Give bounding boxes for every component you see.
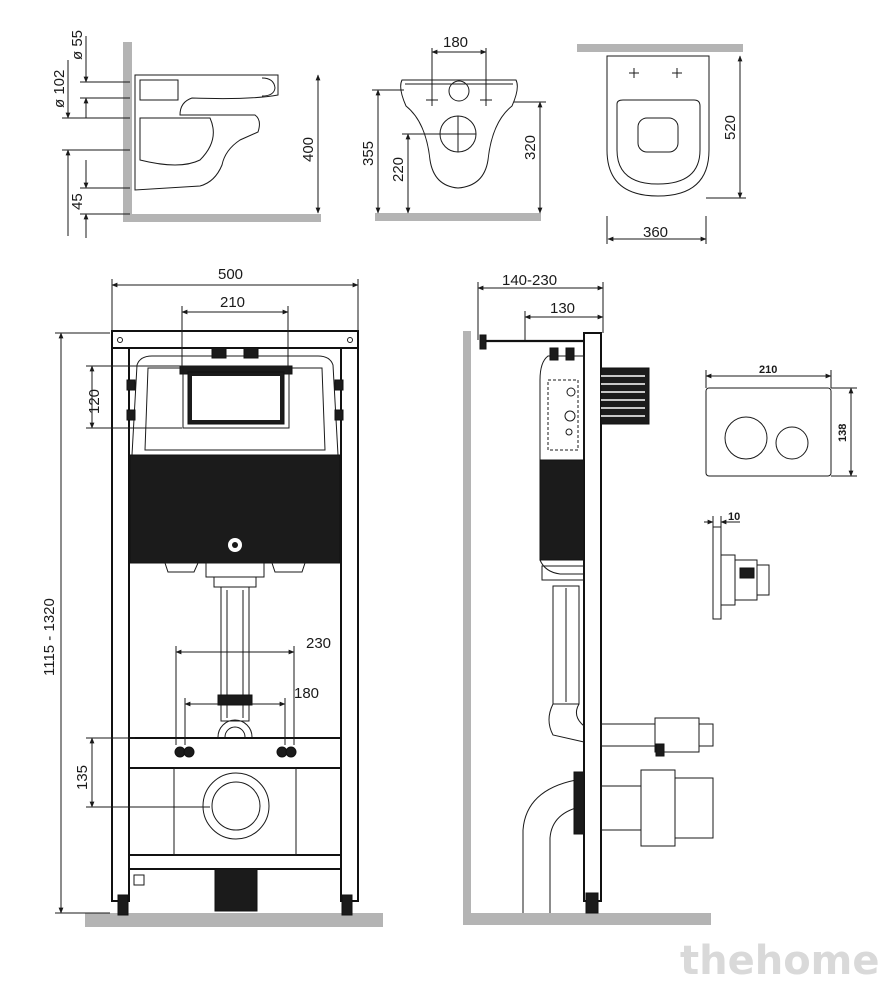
dim-diameter-55: ø 55: [69, 30, 86, 60]
dim-height-45: 45: [69, 193, 86, 210]
frame-front-view: 500 210 120 1115 - 1320 230 180 135: [41, 266, 383, 927]
dim-230: 230: [306, 635, 331, 652]
dim-cistern-210: 210: [220, 294, 245, 311]
dim-width-180: 180: [443, 34, 468, 51]
dim-height-320: 320: [522, 135, 539, 160]
dim-plate-10: 10: [728, 511, 740, 523]
dim-120: 120: [86, 389, 103, 414]
dim-height-400: 400: [300, 137, 317, 162]
bowl-side-view: ø 55 ø 102 400 45: [51, 30, 321, 238]
dim-depth-130: 130: [550, 300, 575, 317]
dim-width-360: 360: [643, 224, 668, 241]
dim-plate-210: 210: [759, 364, 777, 376]
frame-side-view: 140-230 130: [463, 272, 714, 925]
dim-plate-138: 138: [837, 424, 849, 442]
dim-diameter-102: ø 102: [51, 70, 68, 108]
dim-height-355: 355: [360, 141, 377, 166]
dim-depth-140-230: 140-230: [502, 272, 557, 289]
dim-180: 180: [294, 685, 319, 702]
dim-135: 135: [74, 765, 91, 790]
bowl-top-view: 520 360: [577, 44, 746, 244]
watermark-logo: thehome: [680, 938, 880, 984]
dim-length-520: 520: [722, 115, 739, 140]
dim-frame-height-1115-1320: 1115 - 1320: [41, 598, 58, 676]
flush-plate-view: 210 138 10: [704, 364, 857, 620]
dim-height-220: 220: [390, 157, 407, 182]
bowl-rear-view: 180 355 220 320: [360, 34, 546, 221]
dim-frame-width-500: 500: [218, 266, 243, 283]
